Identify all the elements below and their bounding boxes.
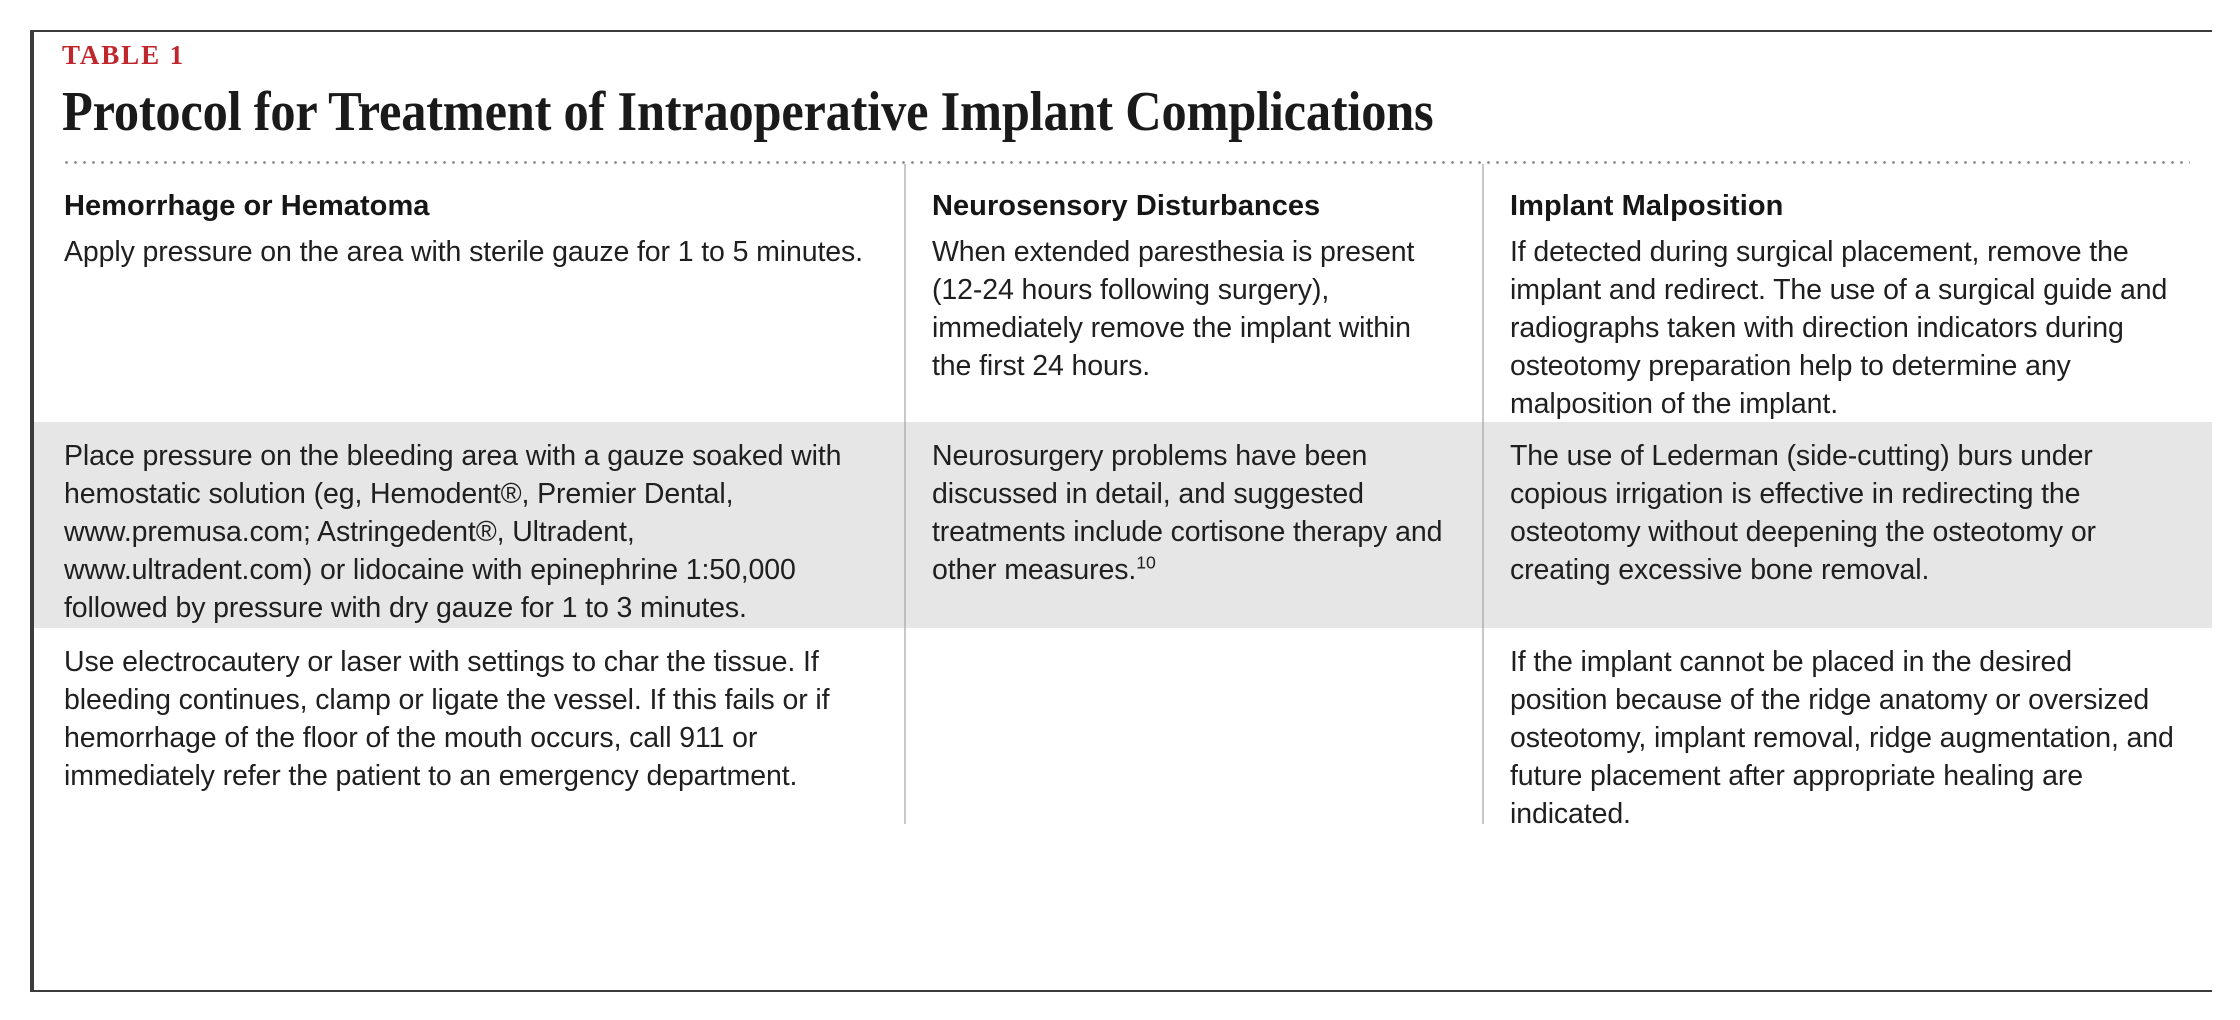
page-title: Protocol for Treatment of Intraoperative… <box>62 81 1434 143</box>
column-header-cell: Neurosensory Disturbances <box>904 164 1482 222</box>
cell-text: Apply pressure on the area with sterile … <box>64 236 863 269</box>
table-cell: Neurosurgery problems have been discusse… <box>904 422 1482 629</box>
table-row: Place pressure on the bleeding area with… <box>34 422 2212 629</box>
cell-text: Neurosurgery problems have been discusse… <box>932 422 1446 596</box>
cell-text: If the implant cannot be placed in the d… <box>1510 646 2174 830</box>
table-cell: Use electrocautery or laser with setting… <box>34 628 904 824</box>
reference-superscript: 10 <box>1136 552 1156 573</box>
table-row: Use electrocautery or laser with setting… <box>34 628 2212 830</box>
table-header-row: Hemorrhage or Hematoma Neurosensory Dist… <box>34 164 2212 222</box>
table-cell: When extended paresthesia is present (12… <box>904 220 1482 423</box>
column-header-malposition: Implant Malposition <box>1510 190 1784 223</box>
cell-text: Use electrocautery or laser with setting… <box>64 646 830 793</box>
table-cell: Place pressure on the bleeding area with… <box>34 422 904 629</box>
table-cell: If detected during surgical placement, r… <box>1482 220 2212 423</box>
table-row: Apply pressure on the area with sterile … <box>34 220 2212 423</box>
cell-text <box>932 628 1446 650</box>
table-cell: The use of Lederman (side-cutting) burs … <box>1482 422 2212 629</box>
table-cell: Apply pressure on the area with sterile … <box>34 220 904 422</box>
cell-text: When extended paresthesia is present (12… <box>932 236 1415 383</box>
cell-text: The use of Lederman (side-cutting) burs … <box>1510 440 2096 587</box>
column-header-cell: Implant Malposition <box>1482 164 2212 222</box>
dotted-divider <box>62 161 2190 165</box>
cell-text: Place pressure on the bleeding area with… <box>64 440 842 624</box>
table-cell <box>904 628 1482 825</box>
cell-text-main: Neurosurgery problems have been discusse… <box>932 440 1443 587</box>
column-header-neurosensory: Neurosensory Disturbances <box>932 190 1321 223</box>
column-header-cell: Hemorrhage or Hematoma <box>34 164 904 222</box>
cell-text: If detected during surgical placement, r… <box>1510 236 2168 420</box>
table-number-kicker: TABLE 1 <box>62 40 186 70</box>
column-header-hemorrhage: Hemorrhage or Hematoma <box>64 190 430 223</box>
table-cell: If the implant cannot be placed in the d… <box>1482 628 2212 830</box>
figure-header: TABLE 1 Protocol for Treatment of Intrao… <box>34 32 2212 142</box>
table-figure: TABLE 1 Protocol for Treatment of Intrao… <box>30 30 2212 992</box>
